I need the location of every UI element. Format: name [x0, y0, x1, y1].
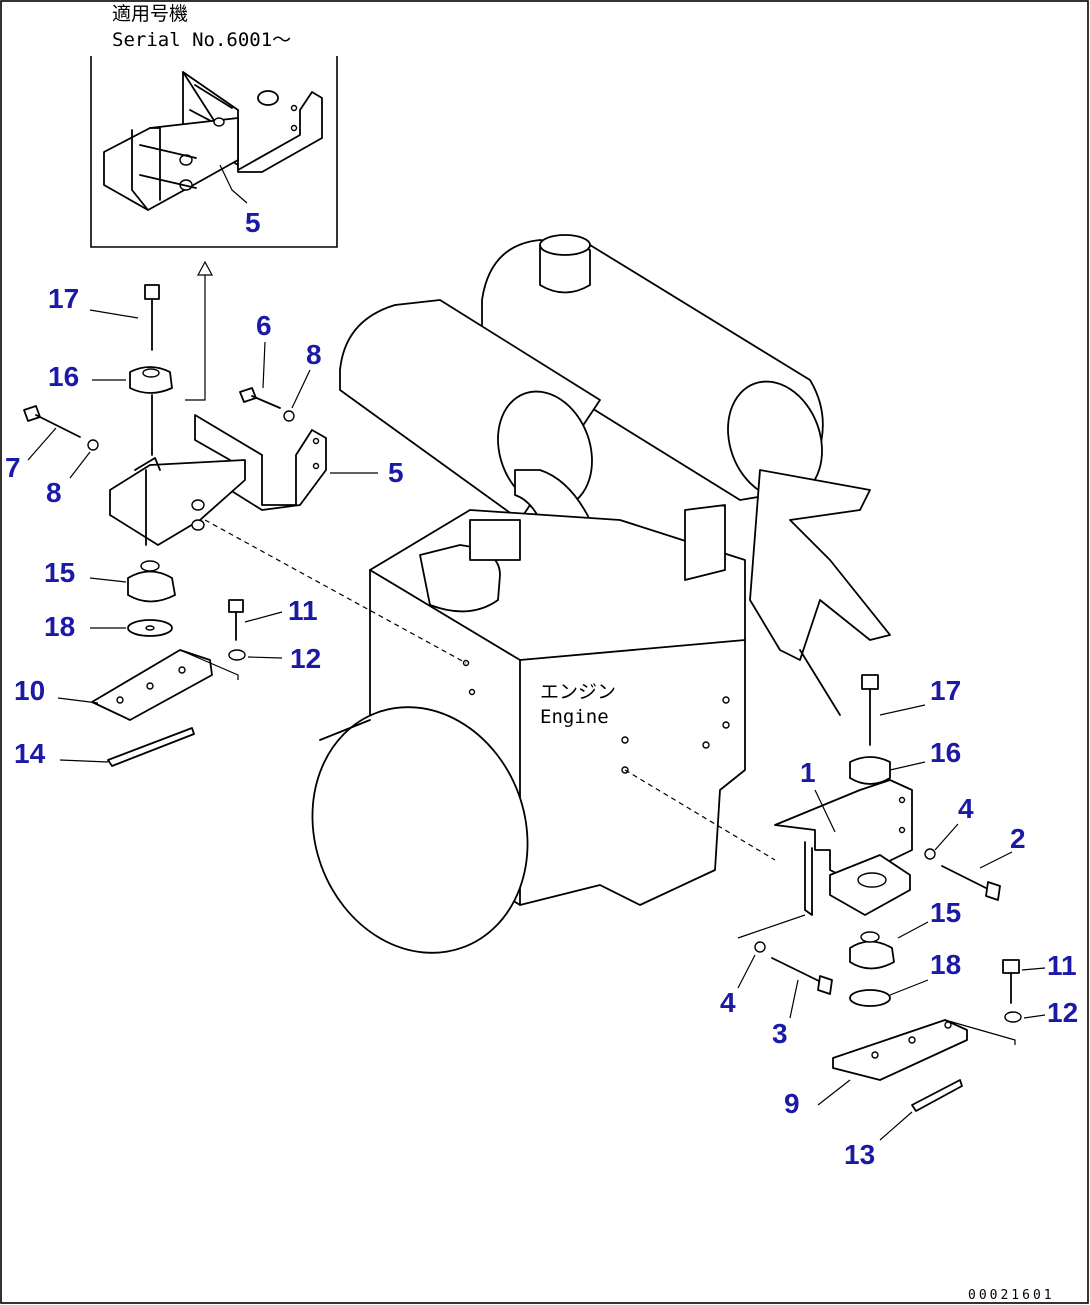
- inset-serial-variant: 適用号機 Serial No.6001〜 5: [90, 3, 338, 248]
- callout-right-2: 2: [1010, 823, 1026, 854]
- callout-right-11: 11: [1047, 950, 1077, 981]
- engine-label-en: Engine: [540, 706, 609, 728]
- callout-right-18: 18: [930, 949, 961, 980]
- callout-left-5: 5: [388, 457, 404, 488]
- callout-right-16: 16: [930, 737, 961, 768]
- inset-frame: [90, 56, 338, 248]
- callout-right-4-upper: 4: [958, 793, 974, 824]
- callout-left-10: 10: [14, 675, 45, 706]
- callout-numbers: 17 16 6 8 7 8 5 15 11 18 12 10 14 17 16 …: [5, 283, 1078, 1170]
- inset-serial-text: Serial No.6001〜: [112, 29, 291, 51]
- callout-inset-5: 5: [245, 207, 261, 238]
- drawing-number: 00021601: [968, 1288, 1055, 1303]
- inset-bracket-drawing: [103, 71, 323, 211]
- callout-left-8-lower: 8: [46, 477, 62, 508]
- callout-left-8-upper: 8: [306, 339, 322, 370]
- left-mount-parts: [23, 284, 327, 767]
- callout-left-12: 12: [290, 643, 321, 674]
- callout-left-15: 15: [44, 557, 75, 588]
- right-mount-parts: [737, 674, 1022, 1112]
- callout-leaders: [27, 309, 1046, 1141]
- callout-left-18: 18: [44, 611, 75, 642]
- callout-left-7: 7: [5, 452, 21, 483]
- callout-right-1: 1: [800, 757, 816, 788]
- callout-right-15: 15: [930, 897, 961, 928]
- callout-right-13: 13: [844, 1139, 875, 1170]
- leader-left-mount: [204, 519, 467, 664]
- inset-title-jp: 適用号機: [112, 3, 188, 25]
- callout-right-4-lower: 4: [720, 987, 736, 1018]
- engine-illustration: エンジン Engine: [311, 234, 891, 954]
- callout-right-3: 3: [772, 1018, 788, 1049]
- callout-left-16: 16: [48, 361, 79, 392]
- callout-left-6: 6: [256, 310, 272, 341]
- callout-right-12: 12: [1047, 997, 1078, 1028]
- callout-left-11: 11: [288, 595, 318, 626]
- engine-label-jp: エンジン: [540, 681, 616, 703]
- callout-right-17: 17: [930, 675, 961, 706]
- callout-left-17: 17: [48, 283, 79, 314]
- leader-right-mount: [624, 769, 776, 861]
- callout-right-9: 9: [784, 1088, 800, 1119]
- see-inset-arrow: [185, 260, 214, 401]
- callout-left-14: 14: [14, 738, 46, 769]
